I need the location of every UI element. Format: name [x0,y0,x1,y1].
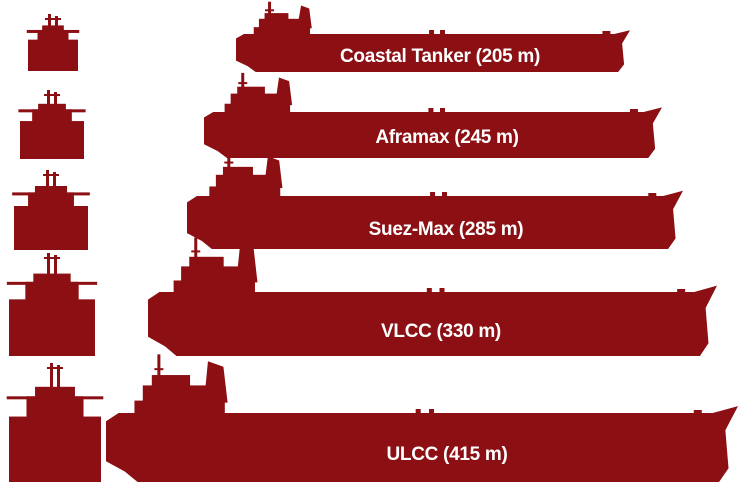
hull [236,30,630,72]
front-view-silhouette [12,170,90,250]
front-view-silhouette [18,90,86,159]
ship-label: Suez-Max (285 m) [369,219,524,240]
ship-label: Coastal Tanker (205 m) [340,46,540,67]
ship-suez-max: Suez-Max (285 m) [12,150,683,250]
hull [148,285,717,356]
ship-ulcc: ULCC (415 m) [6,354,738,482]
ship-vlcc: VLCC (330 m) [6,237,717,356]
front-view-silhouette [6,253,98,356]
hull [106,406,738,482]
hull [187,190,683,249]
profile-view-silhouette [187,150,683,249]
front-view-silhouette [26,14,80,71]
profile-view-silhouette [236,1,630,72]
ship-label: ULCC (415 m) [387,444,508,465]
ship-coastal-tanker: Coastal Tanker (205 m) [26,1,630,72]
profile-view-silhouette [148,237,717,356]
profile-view-silhouette [204,72,662,158]
ship-label: Aframax (245 m) [375,127,518,148]
hull [204,107,662,158]
ship-aframax: Aframax (245 m) [18,72,662,159]
profile-view-silhouette [106,354,738,482]
ship-label: VLCC (330 m) [381,321,501,342]
front-view-silhouette [6,363,104,482]
